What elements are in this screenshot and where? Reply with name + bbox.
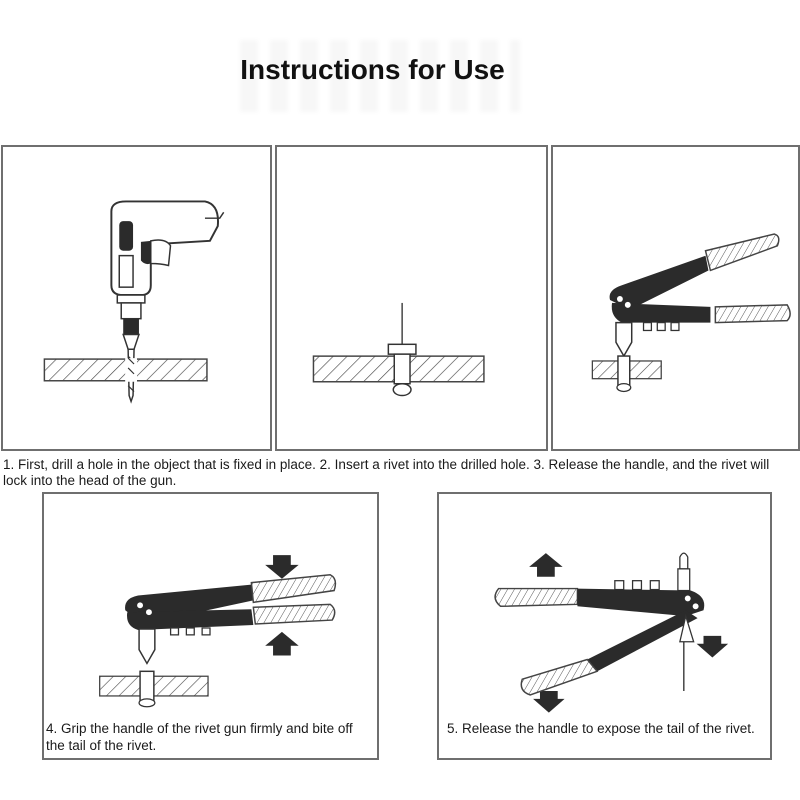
rivet-gun-release-illustration [494,552,729,713]
step-4-caption: 4. Grip the handle of the rivet gun firm… [46,720,356,754]
top-captions: 1. First, drill a hole in the object tha… [0,451,800,491]
faded-watermark [240,40,520,112]
step-3-caption: 3. Release the handle, and the rivet wil… [3,457,770,488]
step-1-caption: 1. First, drill a hole in the object tha… [3,457,320,472]
page-title: Instructions for Use [240,54,505,85]
step-4-panel: 4. Grip the handle of the rivet gun firm… [42,492,379,760]
step-5-panel: 5. Release the handle to expose the tail… [437,492,772,760]
rivet-gun-load-illustration [591,233,791,393]
step-1-panel [1,145,272,451]
step-5-caption: 5. Release the handle to expose the tail… [447,720,762,737]
step-2-panel [275,145,548,451]
step-3-panel [551,145,800,451]
drill-illustration [43,200,225,404]
step-2-caption: 2. Insert a rivet into the drilled hole. [319,457,534,472]
rivet-gun-squeeze-illustration [99,555,337,708]
rivet-insert-illustration [312,302,485,397]
